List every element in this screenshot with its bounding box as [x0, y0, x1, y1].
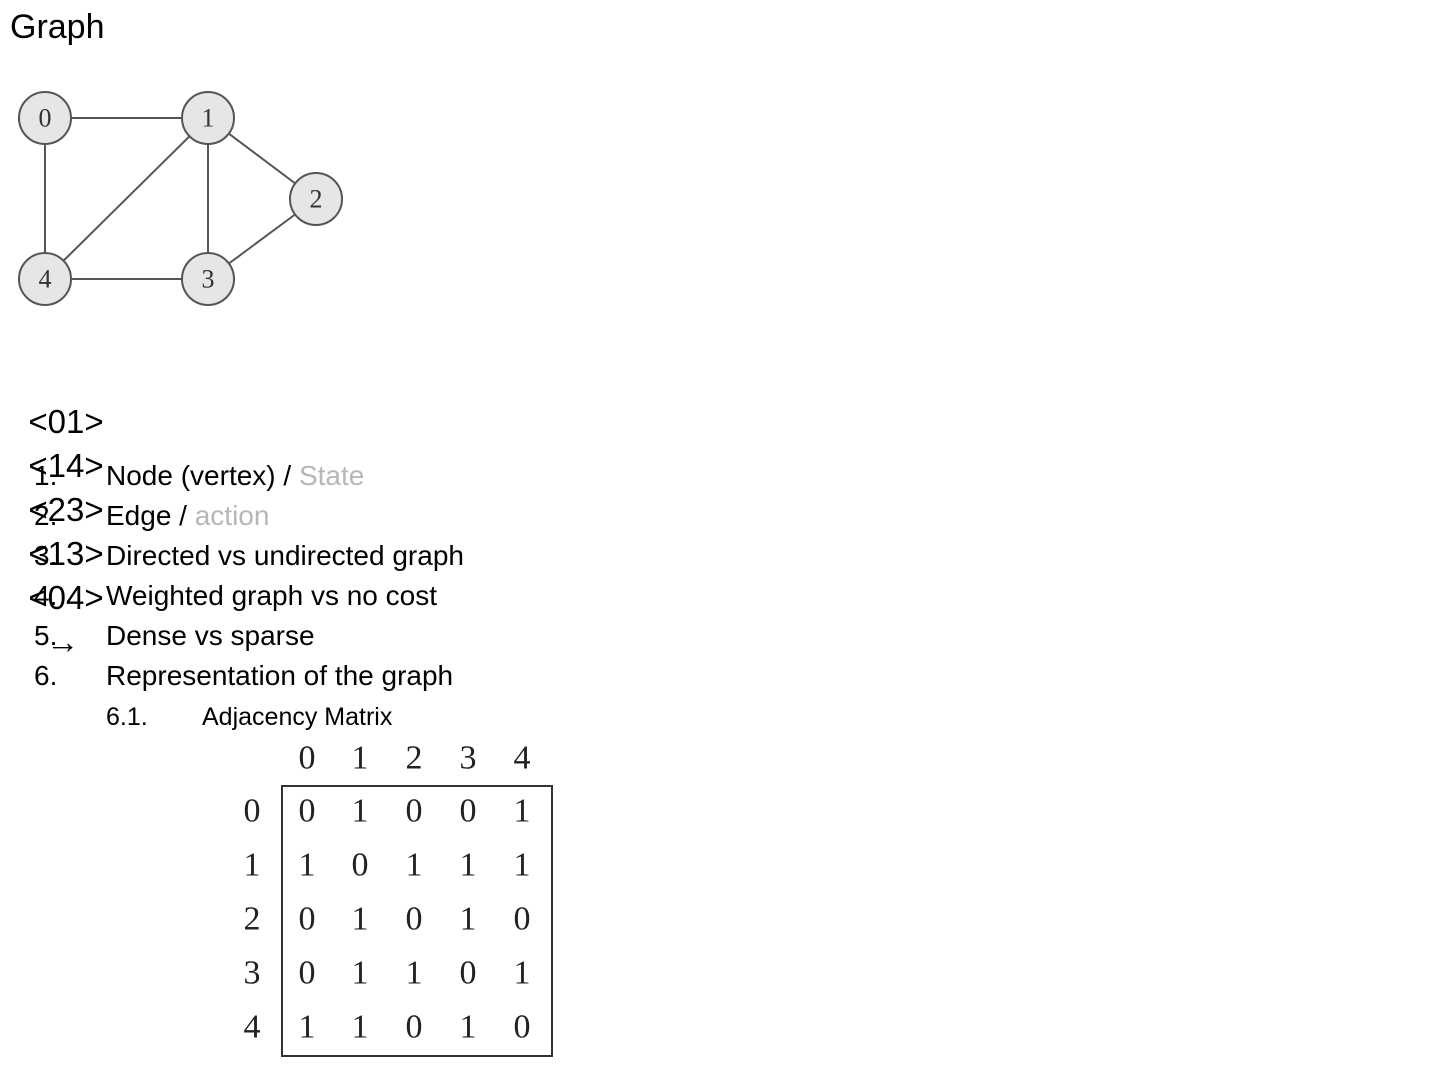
edge-item: <04>: [28, 579, 104, 616]
matrix-cell: 0: [514, 901, 531, 938]
graph-node-label: 3: [202, 265, 215, 294]
graph-node: 1: [181, 91, 235, 145]
graph-node-label: 2: [310, 185, 323, 214]
matrix-cell: 0: [460, 793, 477, 830]
graph-node: 2: [289, 172, 343, 226]
list-text-muted: action: [194, 500, 270, 531]
matrix-row-header: 4: [244, 1009, 261, 1046]
graph-node-circle: [18, 252, 72, 306]
sublist-item: 6.1. Adjacency Matrix: [0, 697, 600, 737]
matrix-cell: 1: [352, 901, 369, 938]
matrix-border: [281, 785, 553, 1057]
edge-sequence: <01> <14> <23> <13> <04> →: [10, 356, 104, 664]
matrix-row-header: 2: [244, 901, 261, 938]
matrix-cell: 0: [460, 955, 477, 992]
matrix-col-header: 3: [460, 740, 477, 777]
graph-node-circle: [181, 252, 235, 306]
matrix-col-header: 2: [406, 740, 423, 777]
list-number: 5.: [34, 620, 58, 651]
matrix-cell: 1: [299, 1009, 316, 1046]
list-text-main: Node (vertex) /: [106, 460, 299, 491]
matrix-row-header: 3: [244, 955, 261, 992]
matrix-cell: 1: [460, 901, 477, 938]
matrix-row-headers: 0 1 2 3 4: [244, 793, 261, 1046]
right-arrow-icon: →: [46, 623, 80, 660]
edge-item: <14>: [28, 447, 104, 484]
matrix-cell: 1: [352, 955, 369, 992]
graph-node: 4: [18, 252, 72, 306]
graph-node-label: 4: [39, 265, 52, 294]
graph-node-circle: [18, 91, 72, 145]
graph-edge: [44, 117, 209, 280]
matrix-cell: 1: [460, 847, 477, 884]
matrix-cell: 1: [406, 847, 423, 884]
matrix-cell: 0: [299, 793, 316, 830]
matrix-cell: 0: [406, 793, 423, 830]
matrix-cell: 0: [352, 847, 369, 884]
list-text: Node (vertex) / State: [106, 456, 364, 496]
matrix-row-header: 1: [244, 847, 261, 884]
matrix-row-header: 0: [244, 793, 261, 830]
matrix-cell: 1: [460, 1009, 477, 1046]
matrix-cell: 0: [514, 1009, 531, 1046]
list-text: Dense vs sparse: [106, 620, 315, 651]
edge-item: <13>: [28, 535, 104, 572]
graph-node: 0: [18, 91, 72, 145]
graph-node-label: 1: [202, 104, 215, 133]
sublist-text: Adjacency Matrix: [202, 703, 393, 731]
matrix-cell: 1: [352, 793, 369, 830]
matrix-cell: 1: [406, 955, 423, 992]
matrix-cell: 1: [514, 847, 531, 884]
graph-node: 3: [181, 252, 235, 306]
list-number: 2.: [34, 500, 58, 531]
matrix-cell: 0: [406, 901, 423, 938]
graph-nodes: 0 1 2 3 4: [18, 91, 343, 306]
matrix-cell: 1: [299, 847, 316, 884]
list-text-muted: State: [298, 460, 365, 491]
list-text: Directed vs undirected graph: [106, 540, 464, 571]
sublist-number: 6.1.: [106, 703, 148, 731]
graph-node-circle: [181, 91, 235, 145]
list-number: 4.: [34, 580, 58, 611]
graph-diagram: 0 1 2 3 4: [18, 91, 343, 306]
list-number: 3.: [34, 540, 58, 571]
matrix-cell: 1: [352, 1009, 369, 1046]
matrix-cell: 0: [406, 1009, 423, 1046]
matrix-col-header: 1: [352, 740, 369, 777]
edge-item: <23>: [28, 491, 104, 528]
list-number: 1.: [34, 460, 58, 491]
graph-edges: [44, 117, 317, 280]
graph-node-circle: [289, 172, 343, 226]
matrix-col-header: 0: [299, 740, 316, 777]
edge-item: <01>: [28, 403, 104, 440]
list-text: Edge / action: [106, 496, 269, 536]
matrix-cell: 1: [514, 955, 531, 992]
matrix-cell: 0: [299, 955, 316, 992]
matrix-col-header: 4: [514, 740, 531, 777]
graph-node-label: 0: [39, 104, 52, 133]
list-text: Representation of the graph: [106, 660, 454, 691]
matrix-cell: 0: [299, 901, 316, 938]
list-text: Weighted graph vs no cost: [106, 580, 438, 611]
list-number: 6.: [34, 660, 58, 691]
matrix-cell: 1: [514, 793, 531, 830]
page-title: Graph: [10, 8, 105, 46]
list-text-main: Edge /: [106, 500, 195, 531]
